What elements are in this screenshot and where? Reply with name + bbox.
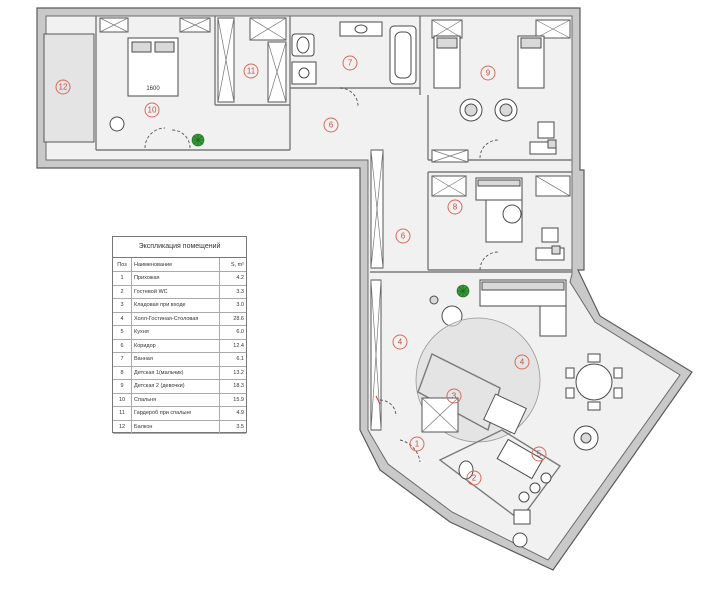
bed-dimension-label: 1600 [146, 86, 160, 92]
row-num: 1 [113, 271, 132, 286]
kids-room-2-furniture [433, 35, 557, 159]
balcony [43, 33, 95, 143]
row-num: 10 [113, 393, 132, 407]
svg-text:5: 5 [537, 450, 542, 459]
row-name: Балкон [131, 420, 220, 434]
row-num: 5 [113, 325, 132, 340]
row-name: Детская 1(мальчик) [131, 366, 220, 380]
svg-text:3: 3 [452, 392, 457, 401]
header-name: Наименование [131, 258, 220, 272]
row-name: Спальня [131, 393, 220, 407]
bedroom-furniture: 1600 [109, 37, 191, 149]
row-name: Холл-Гостиная-Столовая [131, 312, 220, 326]
svg-text:1: 1 [415, 440, 420, 449]
room-marker-11: 11 [243, 63, 259, 79]
plant-icon [191, 133, 205, 147]
room-schedule-table: Экспликация помещений Поз Наименование S… [112, 236, 247, 434]
svg-text:11: 11 [247, 67, 256, 76]
row-num: 9 [113, 379, 132, 394]
svg-text:6: 6 [329, 121, 334, 130]
kids-room-1-furniture [475, 177, 565, 271]
svg-text:9: 9 [486, 69, 491, 78]
row-area: 12.4 [219, 339, 246, 353]
header-area: S, m² [219, 258, 246, 272]
room-marker-7: 7 [342, 55, 358, 71]
row-num: 2 [113, 285, 132, 299]
room-marker-4a: 4 [392, 334, 408, 350]
svg-text:4: 4 [398, 338, 403, 347]
row-area: 3.5 [219, 420, 246, 434]
table-header-row: Поз Наименование S, m² [113, 258, 246, 272]
row-name: Кухня [131, 325, 220, 340]
bathroom-fixtures [291, 21, 417, 107]
svg-text:8: 8 [453, 203, 458, 212]
room-marker-6b: 6 [395, 228, 411, 244]
room-schedule-title: Экспликация помещений [113, 237, 246, 258]
closets [99, 17, 571, 431]
plant-icon-2 [456, 284, 470, 298]
row-num: 8 [113, 366, 132, 380]
row-area: 18.3 [219, 379, 246, 394]
room-marker-12: 12 [55, 79, 71, 95]
row-area: 28.6 [219, 312, 246, 326]
row-area: 3.3 [219, 285, 246, 299]
row-num: 12 [113, 420, 132, 434]
row-name: Гостевой WC [131, 285, 220, 299]
svg-text:6: 6 [401, 232, 406, 241]
row-area: 3.0 [219, 298, 246, 313]
room-marker-10: 10 [144, 102, 160, 118]
row-name: Детская 2 (девочки) [131, 379, 220, 394]
room-marker-2: 2 [466, 470, 482, 486]
row-area: 6.0 [219, 325, 246, 340]
row-area: 4.2 [219, 271, 246, 286]
room-marker-6a: 6 [323, 117, 339, 133]
svg-text:4: 4 [520, 358, 525, 367]
room-marker-3: 3 [446, 388, 462, 404]
room-marker-8: 8 [447, 199, 463, 215]
entry-block [399, 353, 562, 548]
row-name: Коридор [131, 339, 220, 353]
row-num: 7 [113, 352, 132, 367]
row-num: 6 [113, 339, 132, 353]
svg-text:12: 12 [59, 83, 68, 92]
entry-door [375, 395, 397, 417]
row-area: 6.1 [219, 352, 246, 367]
row-num: 3 [113, 298, 132, 313]
row-name: Гардероб при спальне [131, 406, 220, 421]
row-num: 11 [113, 406, 132, 421]
row-area: 4.9 [219, 406, 246, 421]
row-name: Прихожая [131, 271, 220, 286]
row-name: Ванная [131, 352, 220, 367]
row-num: 4 [113, 312, 132, 326]
header-num: Поз [113, 258, 132, 272]
room-markers: 12 10 11 7 9 6 8 6 4 4 3 1 5 2 [55, 55, 547, 486]
svg-text:7: 7 [348, 59, 353, 68]
room-marker-9: 9 [480, 65, 496, 81]
svg-text:10: 10 [148, 106, 157, 115]
row-area: 15.9 [219, 393, 246, 407]
row-area: 13.2 [219, 366, 246, 380]
room-marker-5: 5 [531, 446, 547, 462]
svg-text:2: 2 [472, 474, 477, 483]
room-marker-1: 1 [409, 436, 425, 452]
row-name: Кладовая при входе [131, 298, 220, 313]
room-marker-4b: 4 [514, 354, 530, 370]
